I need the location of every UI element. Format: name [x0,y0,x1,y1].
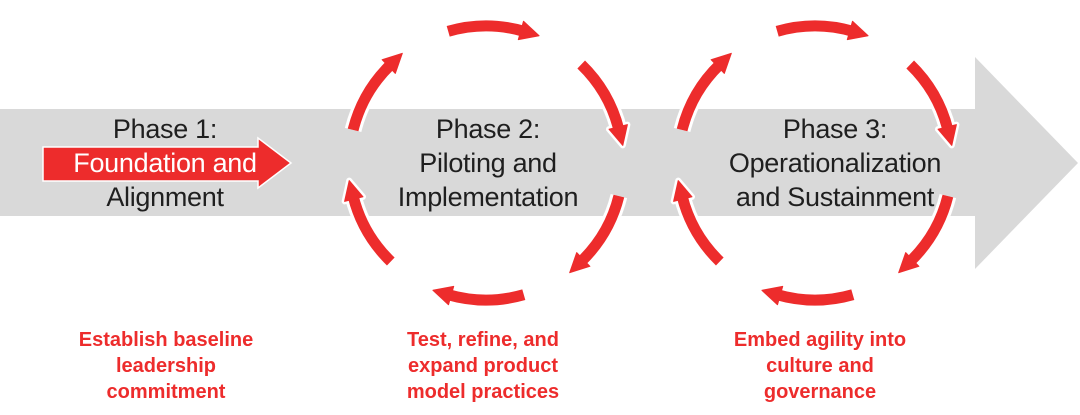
caption-line: leadership [115,355,217,377]
phase-3-caption: Embed agility into culture and governanc… [700,327,940,405]
phase-1-name-highlighted: Foundation and [73,148,257,178]
caption-line: expand product [407,355,558,377]
phase1-highlight-arrow-icon [42,136,293,190]
phase-1-label: Phase 1: Foundation and Alignment [15,112,315,214]
phase-2-name: Piloting and [419,148,557,178]
caption-line: commitment [106,381,226,403]
caption-line: model practices [406,381,560,403]
phase-2-name-cont: Implementation [397,182,579,212]
caption-line: governance [763,381,877,403]
phase-3-label: Phase 3: Operationalization and Sustainm… [685,112,985,214]
timeline-arrowhead-icon [975,57,1078,269]
phase2-cycle-arrows-icon [341,17,631,309]
caption-line: Test, refine, and [407,329,559,351]
phase-1-name-cont: Alignment [106,182,224,212]
caption-line: culture and [766,355,874,377]
phase-3-title: Phase 3: [782,114,888,144]
phase-2-caption: Test, refine, and expand product model p… [363,327,603,405]
phase-2-title: Phase 2: [435,114,541,144]
phase-3-name: Operationalization [728,148,942,178]
phase3-cycle-arrows-icon [670,17,960,309]
phase-3-name-cont: and Sustainment [735,182,935,212]
phase-1-caption: Establish baseline leadership commitment [46,327,286,405]
phase-1-title: Phase 1: [112,114,218,144]
caption-line: Embed agility into [733,329,907,351]
caption-line: Establish baseline [78,329,254,351]
phase-2-label: Phase 2: Piloting and Implementation [338,112,638,214]
